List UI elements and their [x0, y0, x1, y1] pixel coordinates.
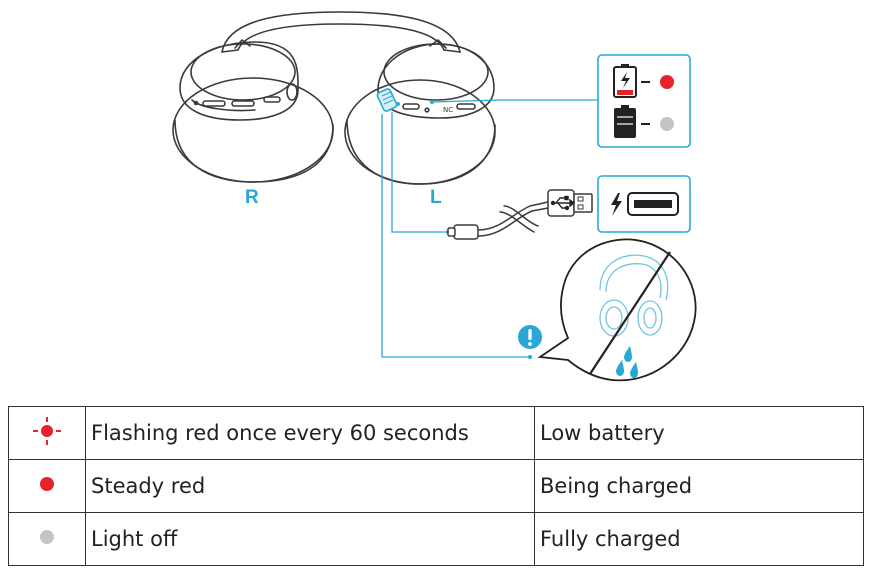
led-off-dot	[660, 117, 674, 131]
table-row: Light off Fully charged	[8, 512, 864, 566]
status-description: Flashing red once every 60 seconds	[85, 406, 535, 460]
water-caution-bubble	[537, 238, 697, 382]
left-ear-cup	[344, 43, 496, 185]
lightning-icon	[611, 193, 622, 216]
usb-symbol-icon	[550, 195, 576, 211]
led-status-table: Flashing red once every 60 seconds Low b…	[8, 406, 864, 566]
status-meaning: Being charged	[534, 459, 864, 513]
prohibition-slash	[589, 251, 671, 375]
right-ear-cup	[172, 41, 334, 183]
table-row: Flashing red once every 60 seconds Low b…	[8, 406, 864, 460]
left-side-label: L	[430, 187, 442, 208]
status-meaning: Fully charged	[534, 512, 864, 566]
battery-charging-icon	[613, 64, 637, 98]
water-callout-line	[381, 114, 530, 358]
headband	[221, 11, 461, 53]
warning-icon	[518, 325, 542, 349]
table-row: Steady red Being charged	[8, 459, 864, 513]
status-meaning: Low battery	[534, 406, 864, 460]
indicator-cell	[8, 406, 86, 460]
usb-c-port-highlight	[376, 88, 398, 112]
usb-cable	[447, 189, 593, 240]
light-off-icon	[40, 530, 54, 544]
status-description: Steady red	[85, 459, 535, 513]
nc-button-label: NC	[443, 106, 453, 114]
led-red-dot	[660, 75, 674, 89]
led-status-box	[597, 54, 691, 148]
battery-full-icon	[614, 105, 636, 138]
indicator-cell	[8, 459, 86, 513]
headphones-charging-diagram: NC	[172, 11, 697, 382]
right-side-label: R	[245, 187, 259, 208]
water-drop-icon	[616, 346, 638, 378]
led-callout-line	[431, 99, 598, 103]
flashing-red-icon	[33, 417, 61, 445]
usb-c-plug	[453, 224, 479, 240]
status-description: Light off	[85, 512, 535, 566]
indicator-cell	[8, 512, 86, 566]
usb-port-box	[597, 175, 691, 233]
usb-callout-line	[391, 112, 448, 233]
steady-red-icon	[40, 477, 54, 491]
